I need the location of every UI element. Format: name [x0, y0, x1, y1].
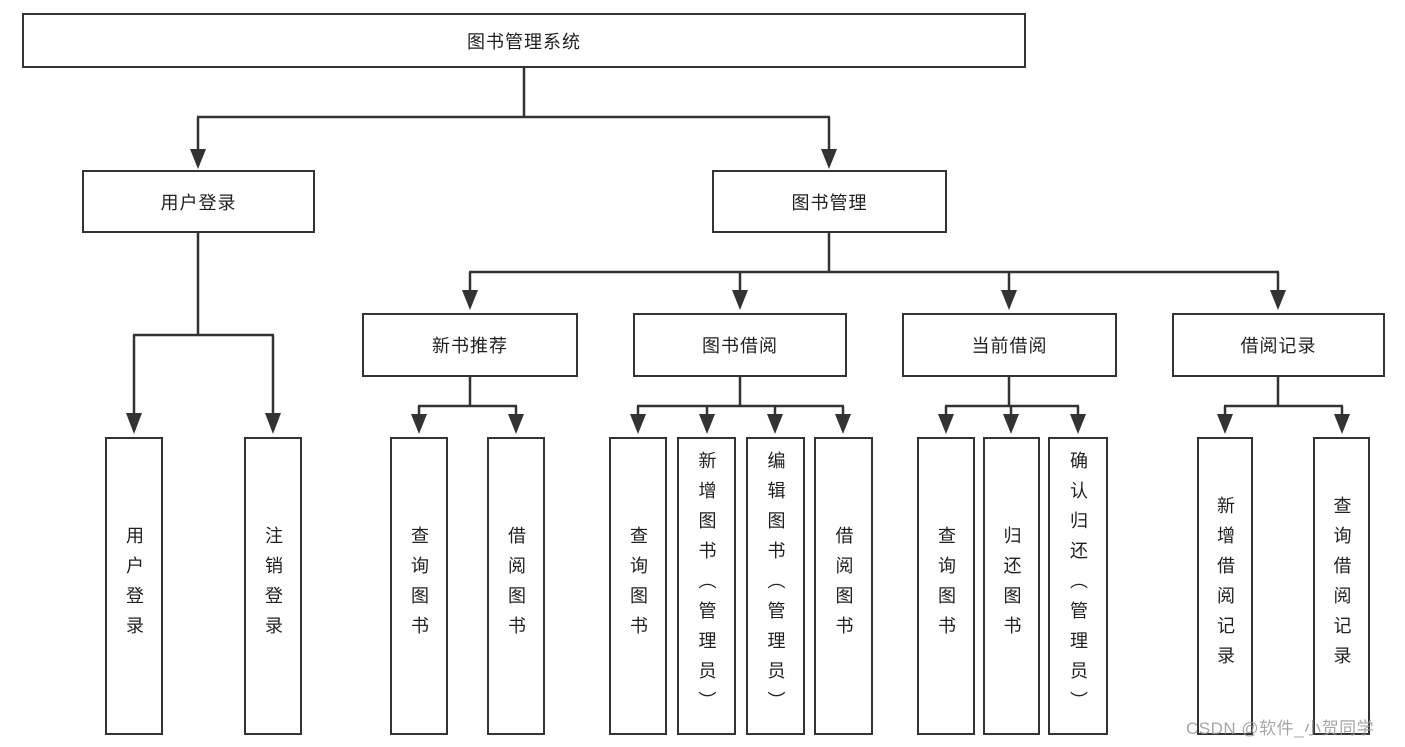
node-query-books-1: 查询图书: [390, 437, 448, 735]
node-borrowing-records: 借阅记录: [1172, 313, 1385, 377]
node-current-borrowing: 当前借阅: [902, 313, 1117, 377]
node-label: 用户登录: [124, 526, 144, 646]
node-book-management-branch: 图书管理: [712, 170, 947, 233]
node-query-borrow-record: 查询借阅记录: [1313, 437, 1370, 735]
node-label: 图书管理系统: [467, 31, 581, 52]
node-label: 注销登录: [263, 526, 283, 646]
node-query-books-2: 查询图书: [609, 437, 667, 735]
node-label: 编辑图书（管理员）: [765, 451, 786, 721]
node-label: 查询借阅记录: [1331, 496, 1352, 676]
node-label: 当前借阅: [971, 336, 1048, 356]
node-label: 借阅记录: [1240, 336, 1317, 356]
node-logout: 注销登录: [244, 437, 302, 735]
node-label: 新书推荐: [432, 336, 508, 356]
node-label: 确认归还（管理员）: [1068, 451, 1088, 721]
node-label: 归还图书: [1001, 526, 1022, 646]
node-borrow-books-1: 借阅图书: [487, 437, 545, 735]
node-label: 查询图书: [628, 526, 648, 646]
node-label: 图书管理: [791, 192, 868, 213]
node-label: 查询图书: [936, 526, 956, 646]
node-label: 新增图书（管理员）: [696, 451, 717, 721]
node-new-book-recommendation: 新书推荐: [362, 313, 578, 377]
node-add-book-admin: 新增图书（管理员）: [677, 437, 736, 735]
node-confirm-return-admin: 确认归还（管理员）: [1048, 437, 1108, 735]
node-borrow-books-2: 借阅图书: [814, 437, 873, 735]
node-label: 新增借阅记录: [1215, 496, 1235, 676]
node-book-management-system: 图书管理系统: [22, 13, 1026, 68]
node-query-books-3: 查询图书: [917, 437, 975, 735]
node-book-borrowing: 图书借阅: [633, 313, 847, 377]
node-return-book: 归还图书: [983, 437, 1040, 735]
node-label: 图书借阅: [702, 336, 778, 356]
node-label: 借阅图书: [833, 526, 854, 646]
node-add-borrow-record: 新增借阅记录: [1197, 437, 1253, 735]
node-label: 查询图书: [409, 526, 429, 646]
node-edit-book-admin: 编辑图书（管理员）: [746, 437, 805, 735]
csdn-watermark: CSDN @软件_小贺同学: [1186, 719, 1375, 738]
node-label: 用户登录: [160, 192, 237, 213]
node-user-login-leaf: 用户登录: [105, 437, 163, 735]
node-label: 借阅图书: [506, 526, 526, 646]
node-user-login-branch: 用户登录: [82, 170, 315, 233]
